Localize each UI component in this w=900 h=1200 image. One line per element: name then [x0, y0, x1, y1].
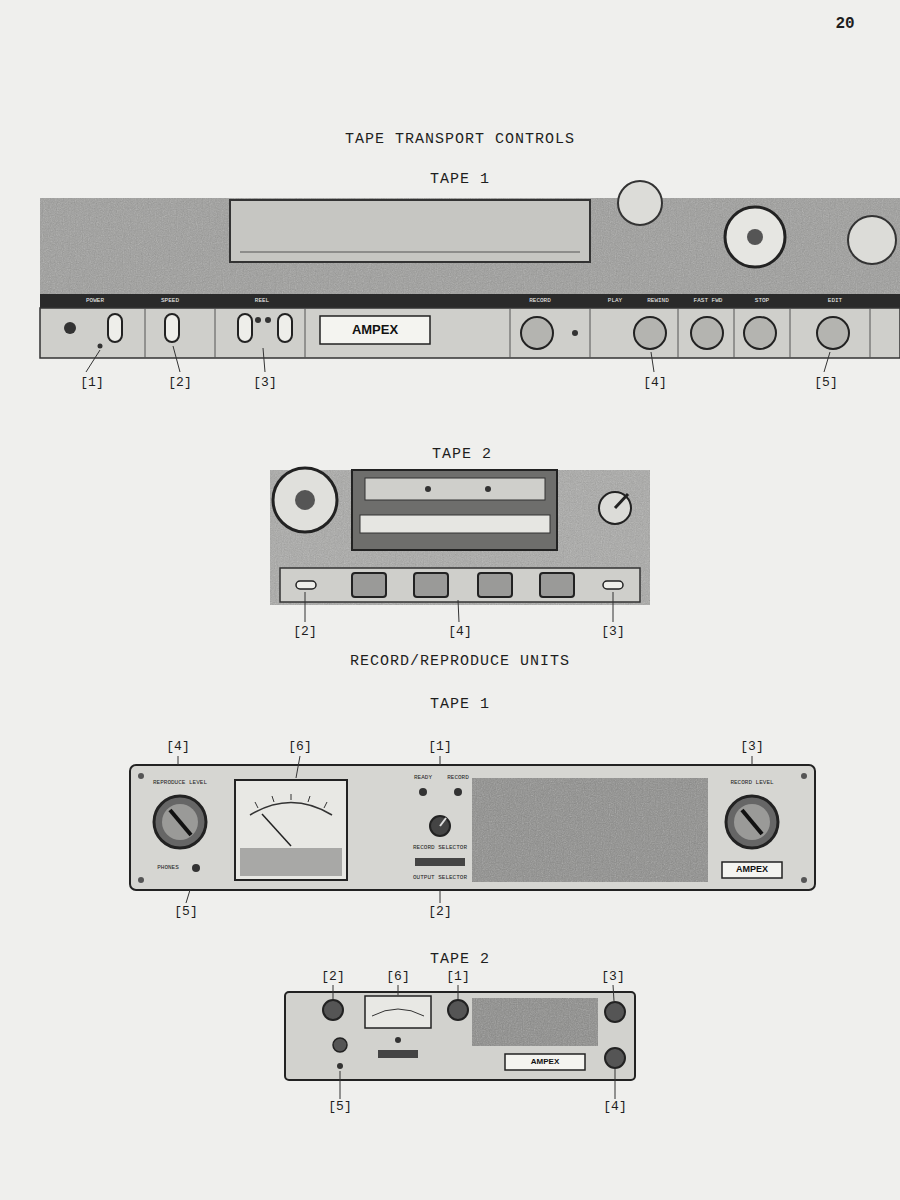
callout-number: [4] [448, 625, 471, 639]
section-heading: TAPE 1 [430, 172, 490, 189]
control-label: RECORD LEVEL [730, 780, 773, 787]
control-label: FAST FWD [694, 298, 723, 305]
callout-number: [1] [428, 740, 451, 754]
page-number: 20 [835, 16, 854, 34]
callout-number: [6] [386, 970, 409, 984]
callout-number: [1] [446, 970, 469, 984]
callout-number: [1] [80, 376, 103, 390]
callout-number: [2] [428, 905, 451, 919]
tape2-record-unit [285, 985, 635, 1099]
callout-number: [3] [601, 625, 624, 639]
section-heading: TAPE 1 [430, 697, 490, 714]
control-label: POWER [86, 298, 104, 305]
control-label: RECORD [529, 298, 551, 305]
control-label: EDIT [828, 298, 842, 305]
callout-number: [4] [643, 376, 666, 390]
control-label: STOP [755, 298, 769, 305]
callout-number: [2] [168, 376, 191, 390]
callout-number: [3] [601, 970, 624, 984]
control-label: PHONES [157, 865, 179, 872]
callout-number: [5] [814, 376, 837, 390]
control-label: REPRODUCE LEVEL [153, 780, 207, 787]
brand-label: AMPEX [736, 865, 768, 875]
section-heading: RECORD/REPRODUCE UNITS [350, 654, 570, 671]
callout-number: [5] [328, 1100, 351, 1114]
callout-number: [3] [253, 376, 276, 390]
tape2-transport [270, 468, 650, 622]
callout-number: [5] [174, 905, 197, 919]
brand-label: AMPEX [531, 1058, 559, 1067]
control-label: REWIND [647, 298, 669, 305]
section-heading: TAPE 2 [432, 447, 492, 464]
callout-number: [4] [603, 1100, 626, 1114]
control-label: RECORD SELECTOR [413, 845, 467, 852]
control-label: RECORD [447, 775, 469, 782]
control-label: SPEED [161, 298, 179, 305]
page-title: TAPE TRANSPORT CONTROLS [345, 132, 575, 149]
control-label: OUTPUT SELECTOR [413, 875, 467, 882]
callout-number: [4] [166, 740, 189, 754]
section-heading: TAPE 2 [430, 952, 490, 969]
callout-number: [2] [321, 970, 344, 984]
tape1-transport [40, 181, 900, 372]
brand-label: AMPEX [352, 323, 398, 337]
tape1-record-unit [130, 756, 815, 903]
callout-number: [2] [293, 625, 316, 639]
control-label: PLAY [608, 298, 622, 305]
control-label: READY [414, 775, 432, 782]
control-label: REEL [255, 298, 269, 305]
callout-number: [6] [288, 740, 311, 754]
callout-number: [3] [740, 740, 763, 754]
